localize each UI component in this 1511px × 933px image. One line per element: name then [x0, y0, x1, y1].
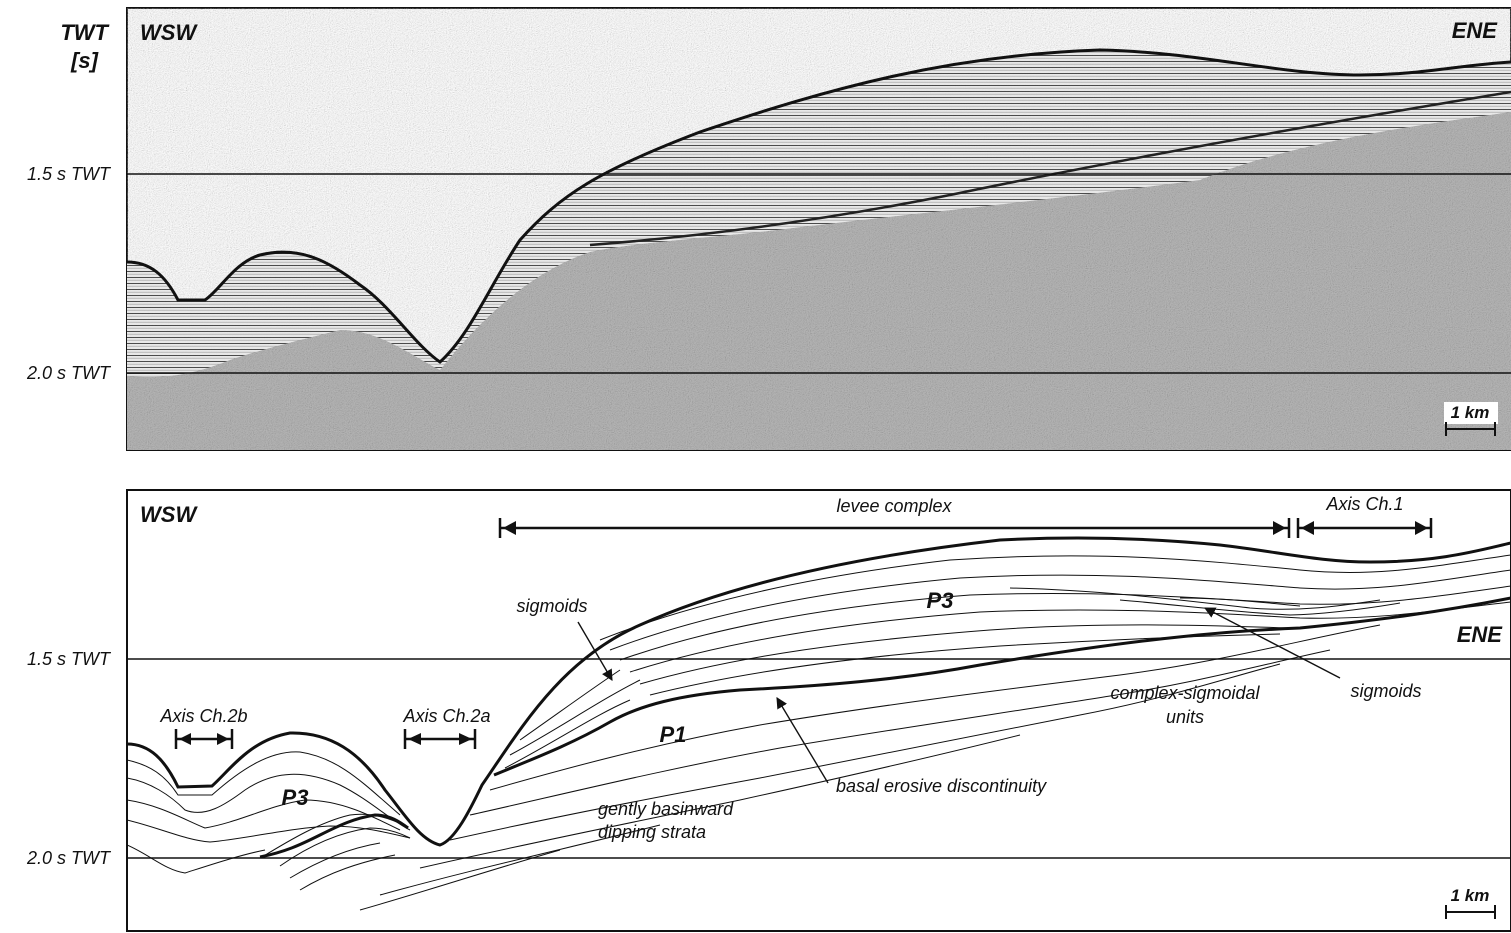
top-tick-1-5: 1.5 s TWT [27, 164, 112, 184]
levee-complex-label: levee complex [836, 496, 952, 516]
interpretation-panel: levee complex Axis Ch.1 Axis Ch.2b Axis … [127, 490, 1511, 931]
bottom-ene-label: ENE [1457, 622, 1504, 647]
gently-dipping-line1: gently basinward [598, 799, 734, 819]
unit-p3-main: P3 [927, 588, 954, 613]
top-ene-label: ENE [1452, 18, 1499, 43]
axis-unit-twt: TWT [60, 20, 109, 45]
top-scale-label: 1 km [1451, 403, 1490, 422]
bottom-wsw-label: WSW [140, 502, 198, 527]
bottom-scale-label: 1 km [1451, 886, 1490, 905]
unit-p1: P1 [660, 722, 687, 747]
top-wsw-label: WSW [140, 20, 198, 45]
gently-dipping-line2: dipping strata [598, 822, 706, 842]
axis-ch2a-label: Axis Ch.2a [402, 706, 490, 726]
axis-unit-seconds: [s] [70, 48, 99, 73]
complex-sigmoidal-line2: units [1166, 707, 1204, 727]
axis-labels: TWT [s] 1.5 s TWT 2.0 s TWT 1.5 s TWT 2.… [26, 20, 112, 868]
top-tick-2-0: 2.0 s TWT [26, 363, 112, 383]
unit-p3-left: P3 [282, 785, 309, 810]
seismic-profile-panel: WSW ENE 1 km [127, 8, 1511, 450]
axis-ch1-label: Axis Ch.1 [1325, 494, 1403, 514]
basal-erosive-label: basal erosive discontinuity [836, 776, 1047, 796]
sigmoids-left-label: sigmoids [516, 596, 587, 616]
bottom-tick-2-0: 2.0 s TWT [26, 848, 112, 868]
axis-ch2b-label: Axis Ch.2b [159, 706, 247, 726]
complex-sigmoidal-line1: complex-sigmoidal [1110, 683, 1260, 703]
sigmoids-right-label: sigmoids [1350, 681, 1421, 701]
bottom-tick-1-5: 1.5 s TWT [27, 649, 112, 669]
